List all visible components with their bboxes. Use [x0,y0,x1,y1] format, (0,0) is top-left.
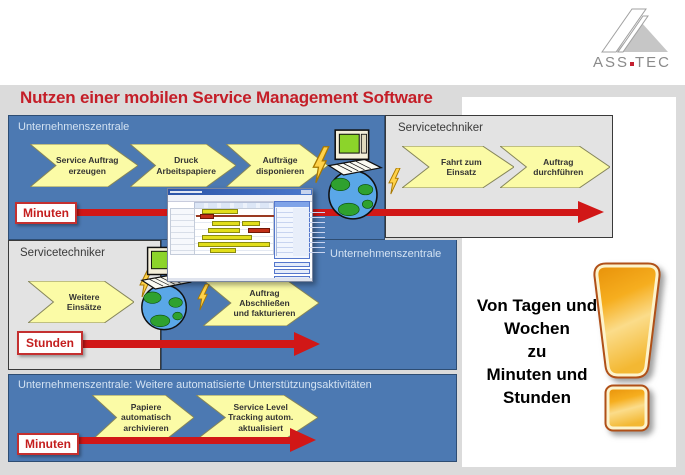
process-arrow-label: Fahrt zum Einsatz [441,156,482,177]
callout-text: Von Tagen und Wochen zu Minuten und Stun… [476,296,598,407]
process-arrow-label: Auftrag Abschließen und fakturieren [233,287,296,319]
order-detail-panel [274,201,325,259]
panel-label-technician-top: Servicetechniker [398,122,484,134]
order-detail-table [276,208,325,256]
gantt-bar [212,221,240,226]
panel-label-headquarters-mid: Unternehmenszentrale [330,248,442,260]
asstec-logo-icon [601,8,668,53]
chevron-arrow-shape [402,146,514,188]
gantt-bar [242,221,260,226]
asstec-logo-text: ASS TEC [582,54,682,71]
order-detail-panel-header [275,202,309,207]
process-arrow-label: Service Auftrag erzeugen [55,155,119,176]
window-toolbar [168,195,312,202]
process-arrow-execute-order: Auftrag durchführen [500,146,610,188]
lightning-icon [312,146,330,183]
process-arrow-label: Auftrag durchführen [533,156,584,177]
time-badge-minutes-top: Minuten [15,202,77,224]
logo-text-right: TEC [635,54,671,71]
window-button [274,269,310,274]
timeline-arrow-mid [78,340,294,348]
gantt-bar [210,248,236,253]
timeline-arrow-top [76,209,578,216]
process-arrow-label: Service Level Tracking autom. aktualisie… [228,402,294,433]
window-statusbar [168,278,312,281]
chevron-arrow-shape [226,144,328,187]
process-arrow-create-order: Service Auftrag erzeugen [30,144,138,187]
process-arrow-label: Weitere Einsätze [66,291,102,312]
process-arrow-label: Papiere automatisch archivieren [121,402,172,433]
process-arrow-label: Aufträge disponieren [255,155,305,176]
panel-label-technician-mid: Servicetechniker [20,247,106,259]
process-arrow-more-assignments: Weitere Einsätze [28,281,134,323]
gantt-bar [208,228,240,233]
gantt-bar [248,228,270,233]
gantt-bar [202,209,238,214]
chevron-arrow-shape [28,281,134,323]
window-close-icon [301,190,311,194]
dispatch-software-screenshot [167,188,325,282]
timeline-arrow-bottom [76,437,290,444]
timeline-arrowhead-bottom [290,428,316,452]
process-arrow-print-papers: Druck Arbeitspapiere [130,144,236,187]
gantt-bar [202,235,252,240]
timeline-arrowhead-top [578,201,604,223]
window-title-text [170,191,202,193]
window-titlebar [168,189,312,195]
chevron-arrow-shape [30,144,138,187]
panel-label-headquarters-bottom: Unternehmenszentrale: Weitere automatisi… [18,379,372,391]
time-badge-minutes-bottom: Minuten [17,433,79,455]
process-arrow-service-level-tracking: Service Level Tracking autom. aktualisie… [196,395,318,440]
process-arrow-close-invoice: Auftrag Abschließen und fakturieren [203,280,319,326]
process-arrow-drive-to-site: Fahrt zum Einsatz [402,146,514,188]
timeline-arrowhead-mid [294,332,320,356]
lightning-icon [197,284,210,311]
chevron-arrow-shape [196,395,318,440]
chevron-arrow-shape [92,395,194,440]
computer-globe-icon [327,129,384,220]
process-arrow-label: Druck Arbeitspapiere [156,155,216,176]
process-arrow-archive-papers: Papiere automatisch archivieren [92,395,194,440]
logo-dot [630,62,634,66]
chevron-arrow-shape [203,280,319,326]
page-title: Nutzen einer mobilen Service Management … [20,88,433,107]
panel-label-headquarters-top: Unternehmenszentrale [18,121,130,133]
gantt-bar [196,215,300,217]
lightning-icon [388,168,401,195]
gantt-row-labels [170,208,196,255]
asstec-logo: ASS TEC [582,6,682,72]
exclamation-icon [593,262,661,432]
gantt-bar [200,214,214,219]
process-arrow-dispatch-orders: Aufträge disponieren [226,144,328,187]
gantt-bar [198,242,270,247]
chevron-arrow-shape [130,144,236,187]
chevron-arrow-shape [500,146,610,188]
window-button [274,262,310,267]
time-badge-hours: Stunden [17,331,83,355]
logo-text-left: ASS [592,54,629,71]
